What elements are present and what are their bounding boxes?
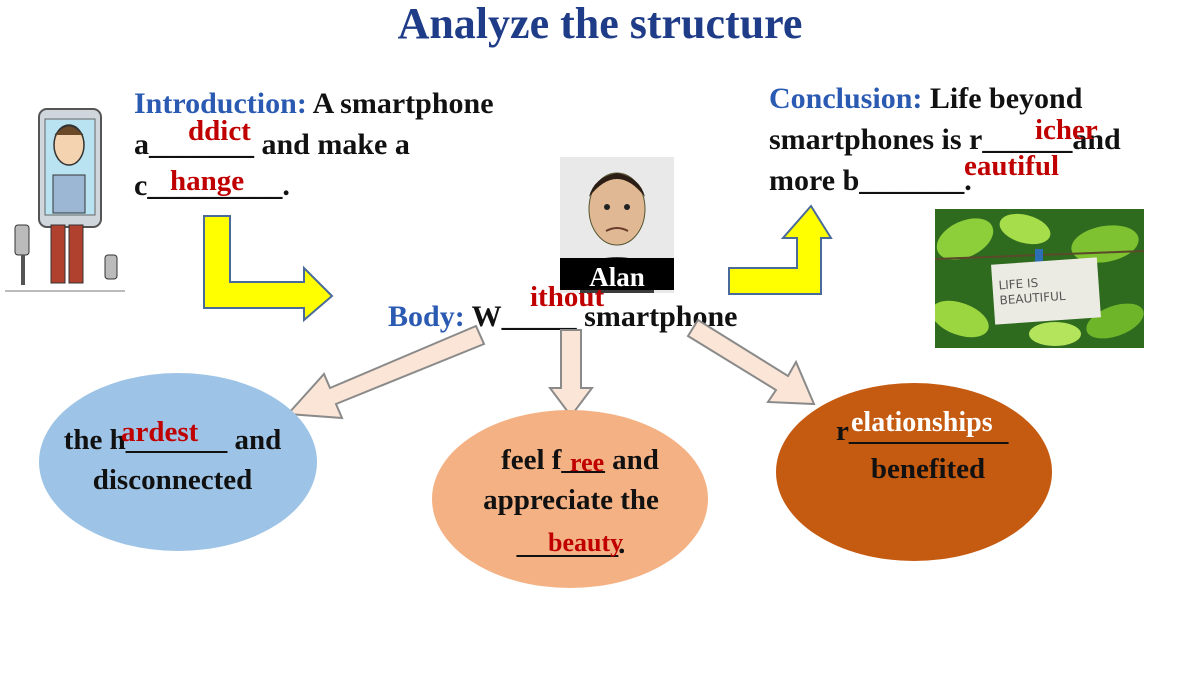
name-label: Alan — [589, 262, 645, 292]
arrow-to-center-point — [548, 329, 594, 418]
answer-addict: ddict — [188, 115, 251, 147]
smartphone-addict-illustration — [5, 108, 125, 292]
introduction-line-1: Introduction: A smartphone — [134, 83, 494, 124]
point-ellipse-2 — [432, 410, 708, 588]
name-tag: Alan — [560, 258, 674, 292]
arrow-to-right-point — [686, 318, 816, 406]
introduction-line-3: c_________. — [134, 169, 290, 202]
conclusion-label: Conclusion: — [769, 82, 923, 115]
point-1-line-2: disconnected — [92, 464, 253, 496]
point-3-line-2: benefited — [870, 453, 986, 485]
introduction-text-1: A smartphone — [312, 87, 494, 120]
point-3-line-1: r___________ — [836, 415, 1009, 447]
life-is-beautiful-photo: LIFE IS BEAUTIFUL — [935, 209, 1144, 348]
point-1-line-1: the h_______ and — [63, 424, 282, 456]
arrow-body-to-conclusion — [728, 204, 833, 295]
conclusion-line-3: more b_______. — [769, 164, 972, 197]
body-line: Body: W_____ smartphone — [388, 296, 738, 337]
point-2-line-3: _______. — [516, 528, 626, 560]
leaves-background — [935, 209, 1144, 348]
arrow-intro-to-body — [203, 215, 334, 322]
body-blank: _____ — [501, 300, 577, 333]
answer-free: ree — [570, 448, 605, 477]
answer-beauty: beauty — [548, 528, 624, 557]
answer-without: ithout — [530, 281, 605, 313]
introduction-line-2: a_______ and make a — [134, 128, 410, 161]
conclusion-line-2: smartphones is r______and — [769, 123, 1121, 156]
point-ellipse-3 — [776, 383, 1052, 561]
point-ellipse-1 — [39, 373, 317, 551]
answer-hardest: ardest — [121, 416, 199, 448]
point-2-line-2: appreciate the — [483, 484, 659, 516]
point-2-line-1: feel f___ and — [501, 444, 659, 476]
page-title: Analyze the structure — [397, 0, 803, 48]
conclusion-line-1: Conclusion: Life beyond — [769, 78, 1082, 119]
body-label: Body: — [388, 300, 465, 333]
introduction-label: Introduction: — [134, 87, 307, 120]
answer-relationships: elationships — [851, 407, 993, 438]
conclusion-text-1: Life beyond — [929, 82, 1083, 115]
answer-change: hange — [170, 165, 245, 197]
arrow-to-left-point — [285, 324, 486, 420]
answer-richer: icher — [1035, 114, 1098, 146]
answer-beautiful: eautiful — [964, 150, 1060, 182]
